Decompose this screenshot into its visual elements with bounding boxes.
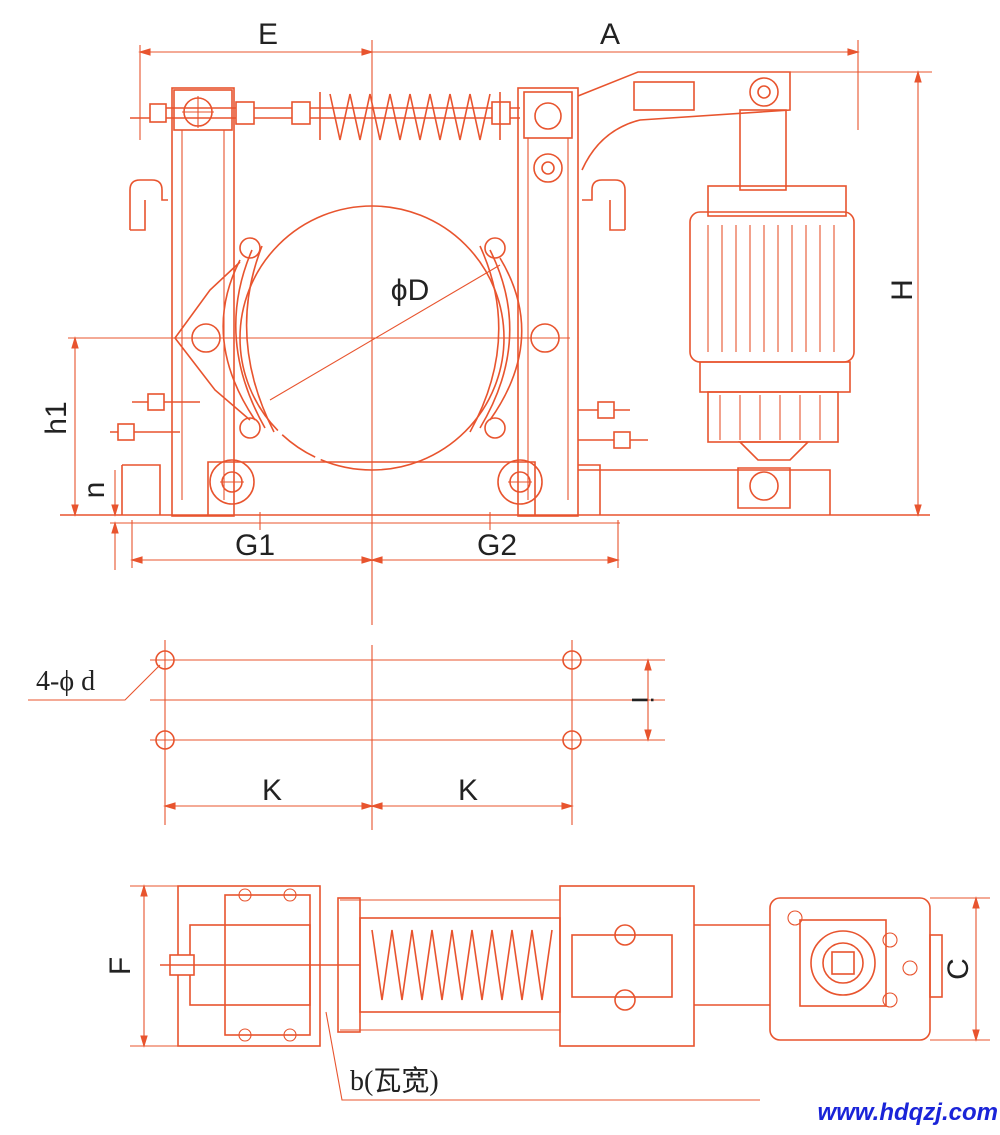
- label-F: F: [104, 957, 137, 975]
- label-holes: 4-ϕ d: [36, 666, 95, 697]
- label-E: E: [258, 18, 278, 51]
- left-pivot: [209, 459, 255, 505]
- diameter-line: [269, 264, 501, 401]
- right-pivot: [497, 459, 543, 505]
- label-h1: h1: [40, 401, 73, 434]
- label-C: C: [942, 958, 975, 980]
- label-K-left: K: [262, 774, 282, 807]
- top-thruster-motor: [799, 919, 887, 1007]
- dim-G: G1 G2: [130, 512, 620, 568]
- right-brake-arm: [469, 87, 648, 517]
- dim-n: n: [78, 470, 119, 570]
- label-n: n: [78, 482, 111, 499]
- right-shoe-pin: [530, 323, 560, 353]
- label-phiD: ϕD: [391, 274, 429, 307]
- dim-E: E: [138, 18, 374, 140]
- thruster-motor: [689, 211, 855, 363]
- dim-A: A: [372, 18, 860, 130]
- thruster-lower: [707, 391, 839, 443]
- nameplate: [633, 81, 695, 111]
- left-top-block: [173, 89, 233, 131]
- top-spring-housing: [359, 917, 561, 1013]
- brake-drum: [239, 205, 505, 471]
- label-G1: G1: [235, 529, 275, 562]
- thruster-arm: [577, 71, 791, 171]
- front-view: E A H ϕD h1 n: [40, 18, 932, 625]
- thruster-base-pin: [749, 471, 779, 501]
- top-spring: [329, 93, 491, 141]
- dim-H: H: [790, 70, 932, 517]
- label-b: b(瓦宽): [350, 1065, 439, 1097]
- left-brake-arm: [110, 87, 275, 517]
- mounting-view: 4-ϕ d i K K: [28, 640, 665, 830]
- dim-h1: h1: [40, 336, 79, 517]
- top-spring-assembly: [130, 92, 520, 141]
- right-top-block: [523, 91, 573, 139]
- top-view: F C b(瓦宽): [104, 884, 990, 1101]
- label-K-right: K: [458, 774, 478, 807]
- base-frame: [207, 461, 536, 515]
- label-G2: G2: [477, 529, 517, 562]
- hydraulic-thruster: [578, 109, 855, 515]
- left-arm-body: [171, 87, 235, 517]
- label-i: i: [625, 697, 658, 704]
- watermark-url: www.hdqzj.com: [818, 1099, 998, 1126]
- right-arm-body: [517, 87, 579, 517]
- label-A: A: [600, 18, 620, 51]
- left-shoe-pin: [191, 323, 221, 353]
- top-view-spring: [371, 929, 553, 1001]
- leader-b: [325, 1011, 760, 1101]
- motor-fins: [707, 225, 835, 352]
- label-H: H: [886, 279, 919, 301]
- top-right-block: [559, 885, 695, 1047]
- top-left-block: [177, 885, 321, 1047]
